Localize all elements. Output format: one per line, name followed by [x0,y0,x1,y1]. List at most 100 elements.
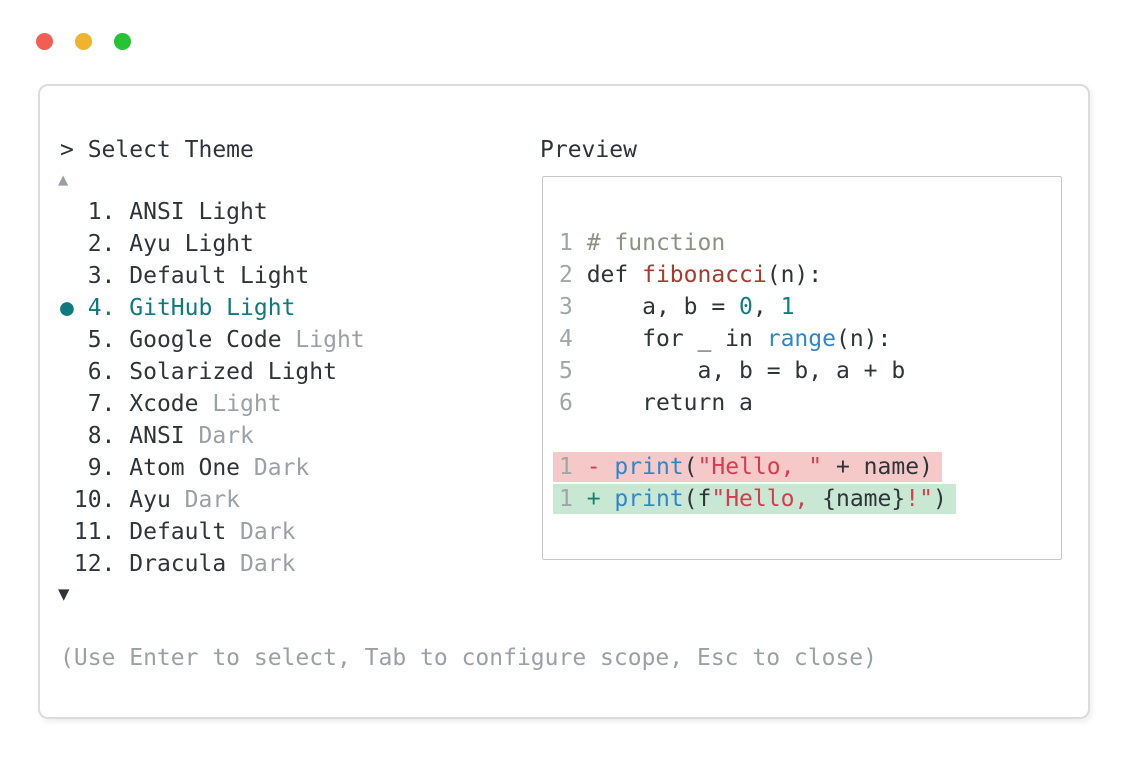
theme-list: 1. ANSI Light 2. Ayu Light 3. Default Li… [60,196,365,580]
theme-item-label: Dark [253,455,310,481]
code-token: range [766,326,836,352]
theme-item-label: Ayu [129,487,185,513]
theme-item-label: ANSI Light [129,199,268,225]
code-token: 0 [739,294,753,320]
marker-spacer [60,455,74,481]
diff-removed-line: 1 - print("Hello, " + name) [553,451,1061,483]
theme-item[interactable]: 2. Ayu Light [60,228,365,260]
scroll-up-icon[interactable]: ▲ [58,170,69,190]
theme-item-number: 12. [73,551,130,577]
marker-spacer [60,263,74,289]
code-token: for _ in [586,326,767,352]
marker-spacer [60,327,74,353]
diff-added-line: 1 + print(f"Hello, {name}!") [553,483,1061,515]
code-token: return a [586,390,753,416]
code-token: fibonacci [642,262,767,288]
theme-item-label: Dracula [129,551,241,577]
theme-item-label: Default [129,519,241,545]
code-token: def [586,262,643,288]
line-number: 1 [559,486,587,512]
line-number: 1 [559,454,587,480]
theme-item[interactable]: 6. Solarized Light [60,356,365,388]
code-line: 2 def fibonacci(n): [559,259,1061,291]
theme-item-label: Light [295,327,365,353]
theme-item[interactable]: 7. Xcode Light [60,388,365,420]
theme-item[interactable]: 9. Atom One Dark [60,452,365,484]
theme-item[interactable]: 11. Default Dark [60,516,365,548]
theme-item-label: Dark [184,487,241,513]
marker-spacer [60,359,74,385]
theme-item-label: Default Light [129,263,310,289]
code-line: 4 for _ in range(n): [559,323,1061,355]
code-token: 1 [780,294,795,320]
theme-item-label: Dark [240,551,296,577]
theme-item-label: Solarized Light [129,359,337,385]
theme-item-number: 7. [73,391,130,417]
theme-item-number: 10. [73,487,130,513]
picker-title: > Select Theme [60,137,254,163]
code-token: + [586,486,615,512]
code-token: + name) [822,454,933,480]
code-token: (n): [766,262,823,288]
code-token: print [614,454,684,480]
code-token: !" [905,486,933,512]
line-number: 4 [559,326,587,352]
code-line: 1 # function [559,227,1061,259]
theme-item-label: Dark [240,519,296,545]
theme-item-label: Xcode [129,391,213,417]
theme-item-number: 1. [73,199,130,225]
line-number: 6 [559,390,587,416]
theme-item-label: Ayu Light [129,231,254,257]
code-token: (f [683,486,712,512]
code-line: 6 return a [559,387,1061,419]
theme-item-number: 5. [73,327,130,353]
theme-item-label: Atom One [129,455,254,481]
code-token: (n): [835,326,892,352]
minimize-button[interactable] [75,33,92,50]
marker-spacer [60,487,74,513]
preview-title: Preview [540,137,637,163]
code-line: 5 a, b = b, a + b [559,355,1061,387]
scroll-down-icon[interactable]: ▼ [58,583,70,605]
code-token: , [752,294,781,320]
code-token: "Hello, " [697,454,823,480]
selected-dot: ● [60,295,74,321]
theme-item[interactable]: 5. Google Code Light [60,324,365,356]
line-number: 5 [559,358,587,384]
close-button[interactable] [36,33,53,50]
code-line [559,419,1061,451]
marker-spacer [60,231,74,257]
code-line: 3 a, b = 0, 1 [559,291,1061,323]
theme-item-number: 4. [73,295,130,321]
line-number: 3 [559,294,587,320]
hint-text: (Use Enter to select, Tab to configure s… [60,645,877,671]
marker-spacer [60,199,74,225]
theme-item[interactable]: 12. Dracula Dark [60,548,365,580]
theme-item[interactable]: 1. ANSI Light [60,196,365,228]
theme-item-number: 8. [73,423,130,449]
zoom-button[interactable] [114,33,131,50]
code-token: a, b = [586,294,740,320]
theme-item-number: 2. [73,231,130,257]
window-controls [36,33,131,50]
code-token: ) [932,486,947,512]
theme-item[interactable]: 3. Default Light [60,260,365,292]
diff-highlight: 1 + print(f"Hello, {name}!") [553,484,956,514]
marker-spacer [60,391,74,417]
marker-spacer [60,551,74,577]
code-token: - [586,454,615,480]
theme-item[interactable]: ● 4. GitHub Light [60,292,365,324]
theme-item-number: 3. [73,263,130,289]
theme-item[interactable]: 8. ANSI Dark [60,420,365,452]
line-number: 2 [559,262,587,288]
theme-item-label: GitHub Light [129,295,296,321]
theme-item[interactable]: 10. Ayu Dark [60,484,365,516]
theme-item-label: Google Code [129,327,296,353]
code-token: a, b = b, a + b [586,358,906,384]
code-token: {name} [822,486,906,512]
theme-item-label: ANSI [129,423,199,449]
marker-spacer [60,519,74,545]
diff-highlight: 1 - print("Hello, " + name) [553,452,942,482]
theme-item-label: Dark [198,423,254,449]
